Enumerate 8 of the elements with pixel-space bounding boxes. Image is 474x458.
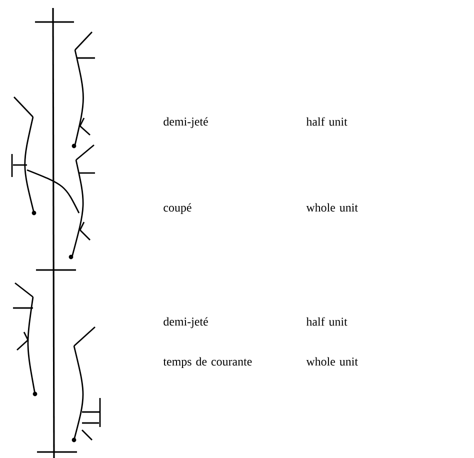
step-label: coupé — [164, 203, 192, 214]
step-label: half unit — [306, 117, 348, 126]
step-label: demi-jeté — [164, 317, 208, 328]
step-label: whole unit — [306, 357, 358, 366]
step-label: half unit — [306, 317, 348, 326]
step-label: demi-jeté — [164, 117, 208, 128]
step-label: whole unit — [306, 203, 358, 212]
step-label: temps de courante — [163, 357, 252, 368]
